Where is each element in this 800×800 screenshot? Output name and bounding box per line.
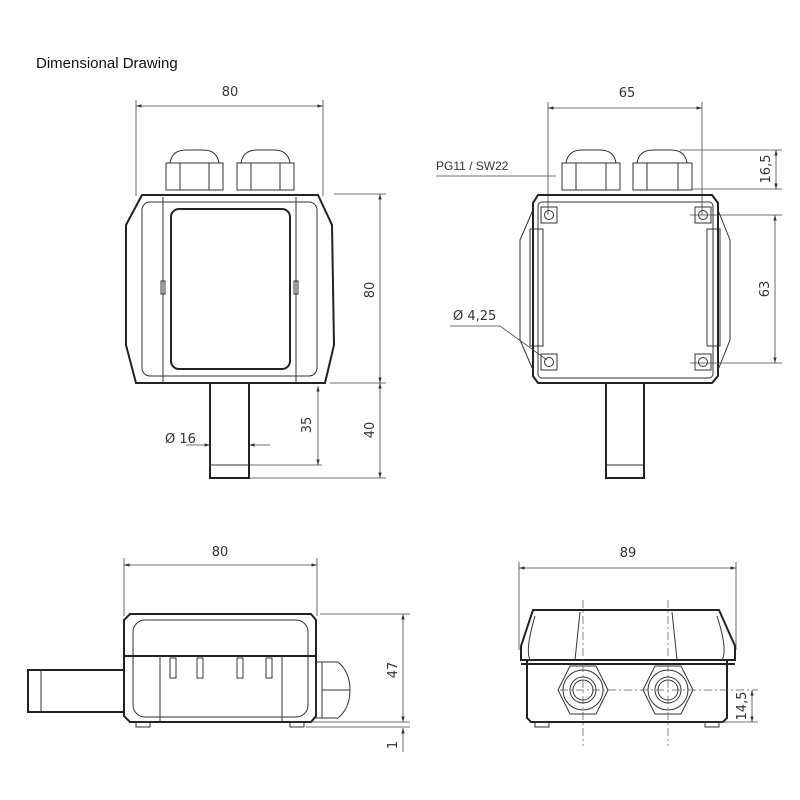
probe-length-label: 40: [363, 422, 378, 439]
cable-gland-right: [632, 149, 693, 191]
housing-outline: [123, 613, 317, 723]
mounting-holes: [540, 206, 712, 371]
cable-gland-side: [315, 661, 351, 719]
drawing-title: Dimensional Drawing: [36, 55, 178, 72]
gland-height-label: 16,5: [759, 155, 774, 184]
cable-gland-left: [561, 149, 621, 191]
gland-center-height-label: 14,5: [735, 692, 750, 721]
display-window: [170, 208, 291, 370]
hole-diameter-label: Ø 4,25: [453, 309, 496, 324]
housing-outline: [125, 194, 336, 384]
probe: [27, 669, 125, 713]
probe: [209, 382, 250, 479]
end-width-label: 89: [620, 546, 637, 561]
gland-type-label: PG11 / SW22: [436, 159, 509, 173]
latch-slots: [169, 657, 273, 679]
hole-spacing-label: 63: [758, 281, 773, 298]
back-view: 65 16,5 63 PG11 / SW22: [436, 86, 782, 479]
housing-outline: [532, 194, 719, 384]
front-view: 80 80 40 35 Ø 16: [125, 85, 386, 479]
side-view: 80 47 1: [27, 545, 410, 752]
side-width-label: 80: [212, 545, 229, 560]
front-width-label: 80: [222, 85, 239, 100]
back-width-label: 65: [619, 86, 636, 101]
foot-height-label: 1: [386, 741, 401, 749]
probe-exposed-label: 35: [300, 417, 315, 434]
probe: [605, 382, 645, 479]
cable-gland-left: [165, 149, 224, 191]
side-height-label: 47: [386, 662, 401, 679]
probe-diameter-label: Ø 16: [165, 432, 196, 447]
housing-outline: [520, 609, 736, 661]
cable-gland-right: [236, 149, 295, 191]
front-height-label: 80: [363, 282, 378, 299]
end-view: 89 14,5: [518, 546, 758, 746]
